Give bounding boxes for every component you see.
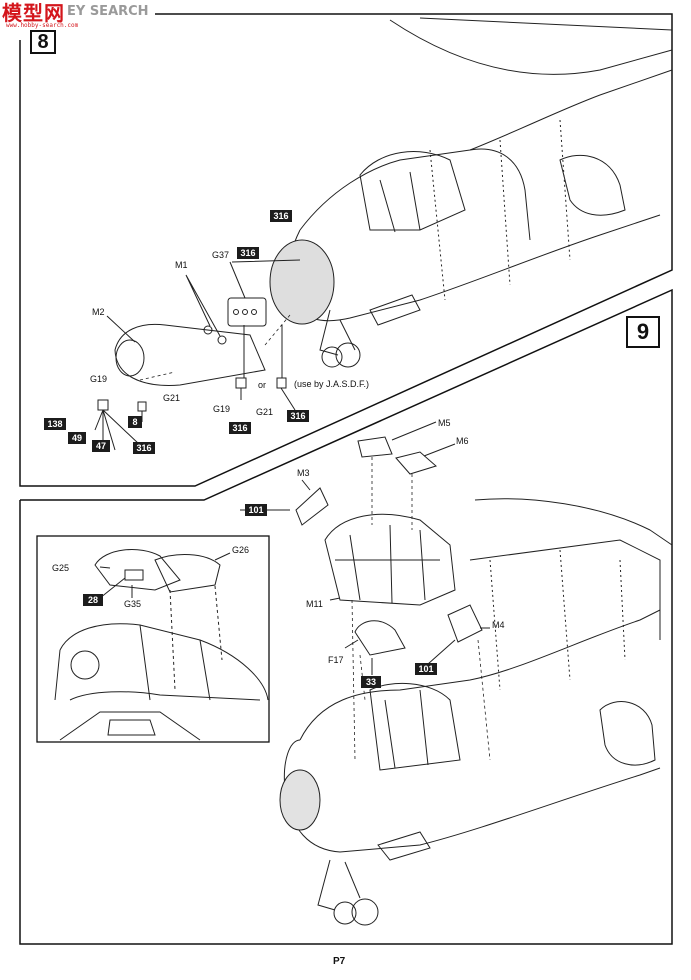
step8-label-g21-left: G21	[163, 393, 181, 403]
step8-code-316-g19-right: 316	[229, 422, 251, 434]
step9-label-m11: M11	[306, 599, 323, 609]
step8-part-m1-b	[217, 335, 227, 345]
step8-panel-border	[19, 13, 673, 487]
step9-label-f17: F17	[328, 655, 344, 665]
inset-label-g26: G26	[232, 545, 250, 555]
step8-code-316-g37: 316	[237, 247, 259, 259]
step8-code-8: 8	[128, 416, 142, 428]
step8-nose-cone-m2	[114, 323, 266, 386]
step8-code-316-g21-right: 316	[287, 410, 309, 422]
step9-label-m4: M4	[492, 620, 505, 630]
step8-code-316-g21-left: 316	[133, 442, 155, 454]
step8-label-g21-right: G21	[256, 407, 274, 417]
step9-part-f17	[354, 620, 406, 656]
step9-part-m5	[357, 436, 393, 458]
step9-panel-border	[19, 288, 673, 945]
step8-label-m1: M1	[175, 260, 188, 270]
step8-code-49: 49	[68, 432, 86, 444]
step8-code-47: 47	[92, 440, 110, 452]
step8-code-138: 138	[44, 418, 66, 430]
step-8-number: 8	[30, 30, 56, 54]
step8-label-g19-right: G19	[213, 404, 231, 414]
step9-part-m11	[324, 513, 456, 606]
step8-nose-dome	[269, 239, 335, 325]
step9-part-m3	[295, 487, 329, 526]
step-9-number: 9	[626, 316, 660, 348]
step9-inset-frame	[36, 535, 270, 743]
step9-code-101-right: 101	[415, 663, 437, 675]
step8-label-m2: M2	[92, 307, 105, 317]
step8-code-316-top: 316	[270, 210, 292, 222]
step9-part-m6	[395, 451, 438, 475]
watermark-logo: 模型网 EY SEARCH	[2, 2, 149, 32]
step9-label-m6: M6	[456, 436, 469, 446]
inset-label-g35: G35	[124, 599, 142, 609]
step8-label-g37: G37	[212, 250, 230, 260]
step9-part-m4	[447, 604, 483, 643]
step8-part-g37	[227, 297, 267, 327]
step9-label-m5: M5	[438, 418, 451, 428]
page-number: P7	[333, 956, 346, 967]
watermark-logo-text: 模型网	[2, 1, 65, 25]
watermark-url: www.hobby-search.com	[6, 22, 79, 29]
step8-part-m1-a	[203, 325, 213, 335]
inset-code-28: 28	[83, 594, 103, 606]
step9-label-m3: M3	[297, 468, 310, 478]
watermark-brand-text: EY SEARCH	[67, 4, 149, 19]
step9-nose-dome	[279, 769, 321, 831]
step8-label-or: or	[258, 380, 267, 390]
step8-label-g19-left: G19	[90, 374, 108, 384]
step9-code-101-left: 101	[245, 504, 267, 516]
step9-inset-part-g35	[124, 569, 144, 581]
step9-code-33: 33	[361, 676, 381, 688]
step8-use-note: (use by J.A.S.D.F.)	[294, 379, 370, 389]
inset-label-g25: G25	[52, 563, 70, 573]
